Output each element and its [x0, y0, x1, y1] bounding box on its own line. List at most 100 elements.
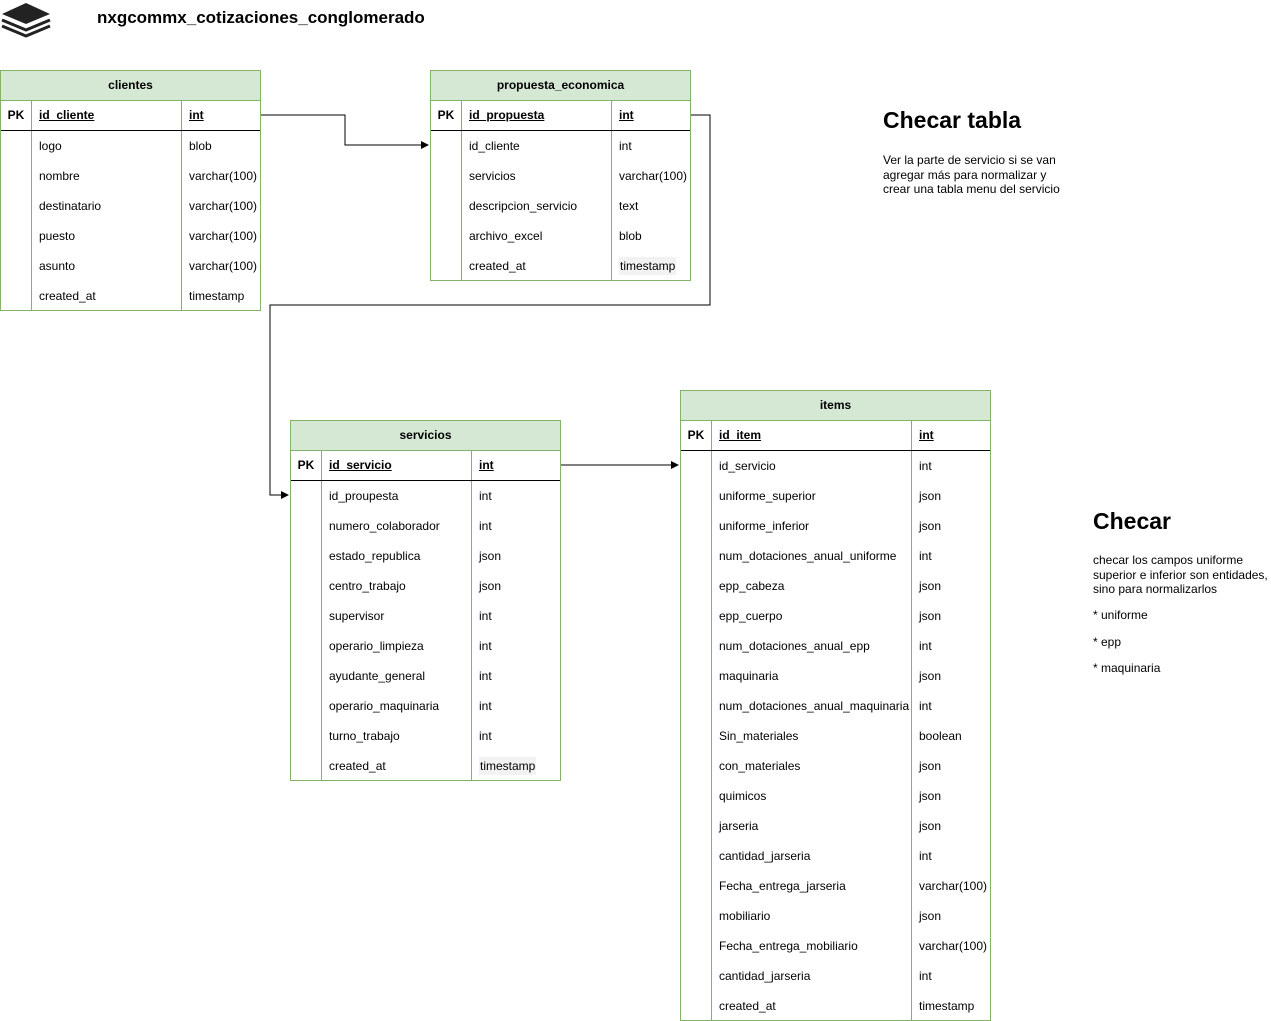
column-name: cantidad_jarseria	[719, 969, 811, 983]
column-row[interactable]: id_servicio int	[681, 451, 990, 481]
column-name: id_servicio	[329, 458, 392, 472]
column-type: int	[919, 428, 934, 442]
column-name: created_at	[469, 259, 526, 273]
table-items[interactable]: items PK id_item int id_servicio int uni…	[680, 390, 991, 1021]
column-row[interactable]: epp_cabeza json	[681, 571, 990, 601]
column-name: uniforme_superior	[719, 489, 816, 503]
column-type: varchar(100)	[189, 169, 258, 183]
note-title[interactable]: Checar tabla	[883, 107, 1022, 133]
table-name[interactable]: items	[681, 391, 990, 421]
column-type: int	[919, 969, 932, 983]
column-row[interactable]: id_cliente int	[431, 131, 690, 161]
note-text[interactable]: checar los campos uniforme superior e in…	[1093, 553, 1268, 597]
column-row[interactable]: con_materiales json	[681, 751, 990, 781]
column-row[interactable]: cantidad_jarseria int	[681, 961, 990, 991]
column-row[interactable]: asunto varchar(100)	[1, 251, 260, 281]
column-type: varchar(100)	[919, 879, 988, 893]
column-type: varchar(100)	[189, 259, 258, 273]
column-row[interactable]: mobiliario json	[681, 901, 990, 931]
table-name[interactable]: servicios	[291, 421, 560, 451]
column-name: created_at	[719, 999, 776, 1013]
column-name: epp_cuerpo	[719, 609, 783, 623]
column-name: numero_colaborador	[329, 519, 440, 533]
column-row[interactable]: turno_trabajo int	[291, 721, 560, 751]
column-row[interactable]: maquinaria json	[681, 661, 990, 691]
column-row[interactable]: uniforme_superior json	[681, 481, 990, 511]
note-title[interactable]: Checar	[1093, 508, 1171, 534]
column-row[interactable]: puesto varchar(100)	[1, 221, 260, 251]
column-row[interactable]: quimicos json	[681, 781, 990, 811]
column-name: id_proupesta	[329, 489, 399, 503]
primary-key-row[interactable]: PK id_item int	[681, 421, 990, 451]
column-name: descripcion_servicio	[469, 199, 578, 213]
column-row[interactable]: created_at timestamp	[291, 751, 560, 781]
column-name: uniforme_inferior	[719, 519, 810, 533]
note-line: checar los campos uniforme	[1093, 553, 1244, 567]
column-row[interactable]: ayudante_general int	[291, 661, 560, 691]
column-name: id_cliente	[39, 108, 95, 122]
column-row[interactable]: epp_cuerpo json	[681, 601, 990, 631]
column-row[interactable]: created_at timestamp	[1, 281, 260, 311]
column-name: estado_republica	[329, 549, 421, 563]
column-row[interactable]: estado_republica json	[291, 541, 560, 571]
column-row[interactable]: supervisor int	[291, 601, 560, 631]
column-type: timestamp	[919, 999, 975, 1013]
diagram-title: nxgcommx_cotizaciones_conglomerado	[97, 8, 425, 27]
column-type: varchar(100)	[189, 229, 258, 243]
column-row[interactable]: num_dotaciones_anual_maquinaria int	[681, 691, 990, 721]
table-clientes[interactable]: clientes PK id_cliente int logo blob nom…	[0, 70, 261, 311]
column-type: int	[479, 458, 494, 472]
column-row[interactable]: operario_limpieza int	[291, 631, 560, 661]
column-type: int	[919, 639, 932, 653]
table-propuesta-economica[interactable]: propuesta_economica PK id_propuesta int …	[430, 70, 691, 281]
table-name[interactable]: clientes	[1, 71, 260, 101]
column-row[interactable]: archivo_excel blob	[431, 221, 690, 251]
column-type: int	[479, 639, 492, 653]
note-text[interactable]: Ver la parte de servicio si se van agreg…	[883, 153, 1060, 197]
column-name: supervisor	[329, 609, 385, 623]
column-row[interactable]: logo blob	[1, 131, 260, 161]
column-row[interactable]: Sin_materiales boolean	[681, 721, 990, 751]
primary-key-row[interactable]: PK id_propuesta int	[431, 101, 690, 131]
note-bullet-list[interactable]: * uniforme * epp * maquinaria	[1093, 608, 1160, 688]
column-type: json	[919, 669, 942, 683]
column-row[interactable]: id_proupesta int	[291, 481, 560, 511]
column-name: epp_cabeza	[719, 579, 785, 593]
primary-key-row[interactable]: PK id_cliente int	[1, 101, 260, 131]
column-type: int	[479, 669, 492, 683]
column-name: turno_trabajo	[329, 729, 400, 743]
column-row[interactable]: created_at timestamp	[431, 251, 690, 281]
column-row[interactable]: uniforme_inferior json	[681, 511, 990, 541]
table-servicios[interactable]: servicios PK id_servicio int id_proupest…	[290, 420, 561, 781]
column-row[interactable]: created_at timestamp	[681, 991, 990, 1021]
selected-text: timestamp	[619, 257, 677, 275]
column-row[interactable]: Fecha_entrega_jarseria varchar(100)	[681, 871, 990, 901]
column-name: Fecha_entrega_mobiliario	[719, 939, 858, 953]
column-row[interactable]: descripcion_servicio text	[431, 191, 690, 221]
column-row[interactable]: numero_colaborador int	[291, 511, 560, 541]
column-type: json	[919, 609, 942, 623]
column-name: asunto	[39, 259, 76, 273]
column-type: json	[919, 489, 942, 503]
column-row[interactable]: num_dotaciones_anual_uniforme int	[681, 541, 990, 571]
column-row[interactable]: servicios varchar(100)	[431, 161, 690, 191]
column-name: jarseria	[719, 819, 759, 833]
column-type: int	[919, 849, 932, 863]
column-row[interactable]: nombre varchar(100)	[1, 161, 260, 191]
column-type: json	[919, 759, 942, 773]
primary-key-row[interactable]: PK id_servicio int	[291, 451, 560, 481]
column-row[interactable]: destinatario varchar(100)	[1, 191, 260, 221]
connector-clientes-propuesta	[260, 114, 429, 149]
column-row[interactable]: jarseria json	[681, 811, 990, 841]
column-row[interactable]: operario_maquinaria int	[291, 691, 560, 721]
table-name[interactable]: propuesta_economica	[431, 71, 690, 101]
layers-icon	[1, 3, 51, 38]
column-row[interactable]: num_dotaciones_anual_epp int	[681, 631, 990, 661]
column-row[interactable]: cantidad_jarseria int	[681, 841, 990, 871]
column-row[interactable]: Fecha_entrega_mobiliario varchar(100)	[681, 931, 990, 961]
column-type: int	[189, 108, 204, 122]
column-type: timestamp	[479, 751, 537, 781]
note-line: crear una tabla menu del servicio	[883, 182, 1060, 196]
column-row[interactable]: centro_trabajo json	[291, 571, 560, 601]
column-type: int	[479, 609, 492, 623]
